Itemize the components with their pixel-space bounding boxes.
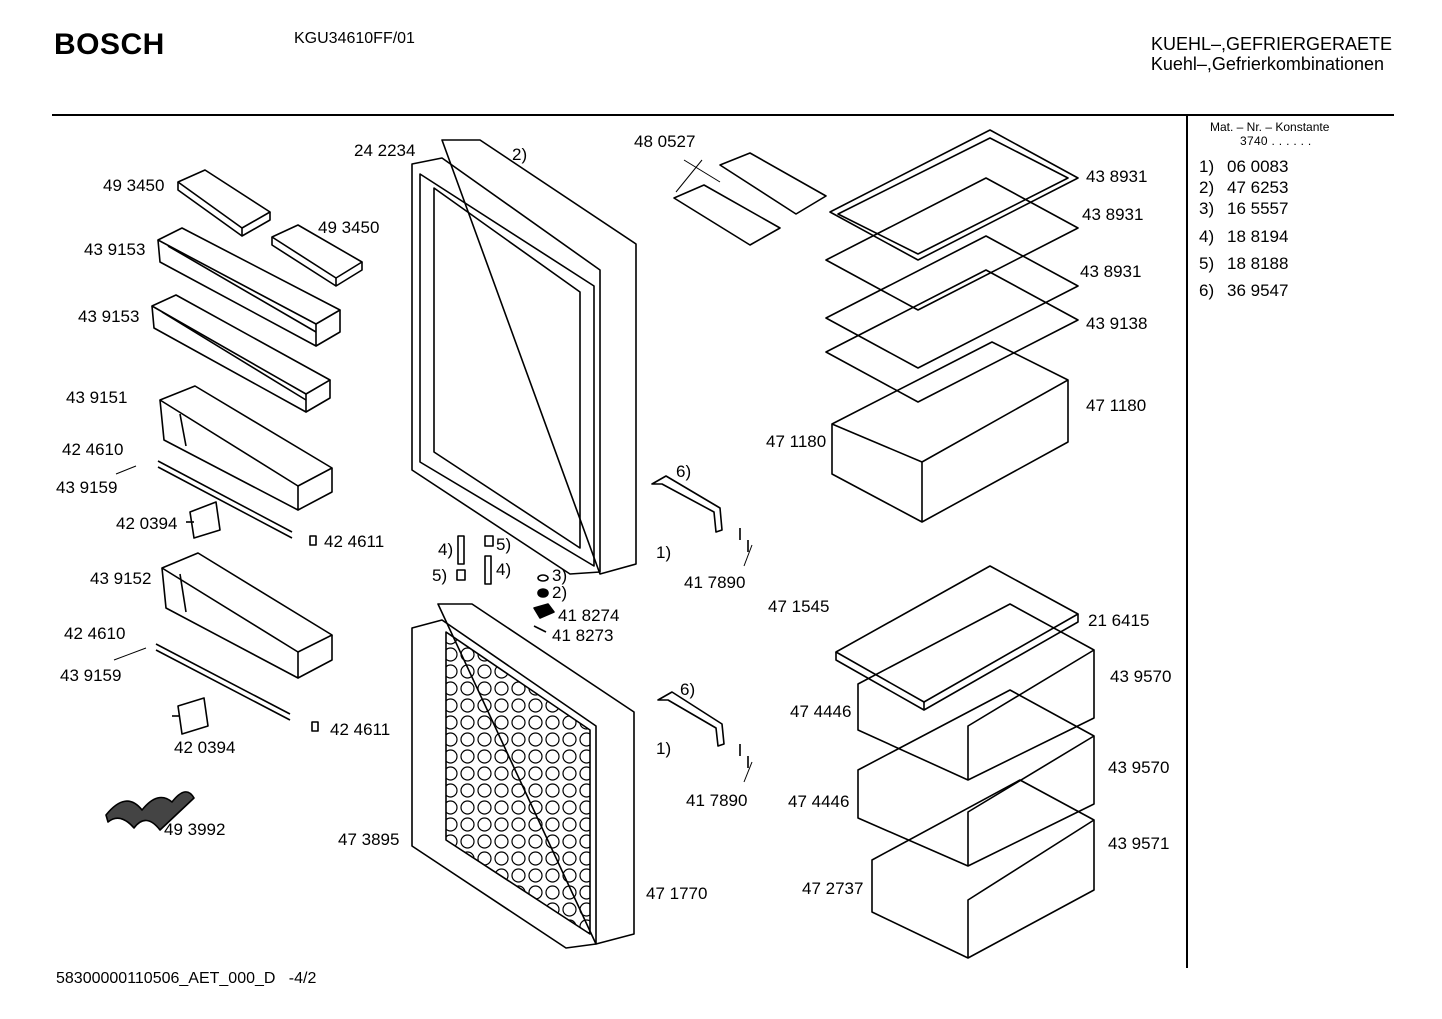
header-divider	[52, 114, 1394, 116]
clip-upper	[186, 501, 221, 539]
part-label: 43 9570	[1108, 758, 1170, 777]
legend-item: 2)47 6253	[1199, 178, 1289, 197]
door-shelf-lower	[151, 294, 331, 413]
part-label: 4)	[496, 560, 512, 579]
part-label: 41 7890	[686, 791, 748, 810]
part-label: 43 8931	[1086, 167, 1148, 186]
exploded-parts-diagram	[105, 129, 1095, 959]
fridge-door	[411, 139, 637, 575]
part-label: 1)	[656, 739, 672, 758]
category-title: KUEHL–,GEFRIERGERAETE	[1150, 34, 1392, 54]
part-label: 5)	[496, 535, 512, 554]
part-label: 47 4446	[790, 702, 852, 721]
legend-item: 6)36 9547	[1199, 281, 1289, 300]
part-label: 43 9151	[66, 388, 128, 407]
model-number: KGU34610FF/01	[294, 30, 415, 47]
freezer-door	[411, 603, 635, 949]
glass-shelf-3	[825, 235, 1079, 369]
crisper-boxes	[831, 341, 1069, 523]
part-label: 49 3992	[164, 820, 226, 839]
part-label: 49 3450	[103, 176, 165, 195]
part-label: 5)	[432, 566, 448, 585]
egg-tray	[105, 791, 195, 831]
part-label: 42 4611	[324, 532, 385, 551]
door-bin-large-lower	[161, 552, 333, 679]
part-label: 43 9571	[1108, 834, 1170, 853]
part-label: 4)	[438, 540, 454, 559]
legend-item: 4)18 8194	[1199, 227, 1289, 246]
part-label: 2)	[512, 145, 528, 164]
part-label: 42 0394	[174, 738, 236, 757]
part-label: 43 9153	[84, 240, 146, 259]
part-label: 42 4610	[62, 440, 124, 459]
part-label: 41 7890	[684, 573, 746, 592]
legend-item: 3)16 5557	[1199, 199, 1289, 218]
part-label: 43 9138	[1086, 314, 1148, 333]
part-label: 43 9159	[56, 478, 118, 497]
legend-item: 1)06 0083	[1199, 157, 1289, 176]
part-label: 43 9570	[1110, 667, 1172, 686]
legend-divider	[1186, 116, 1188, 968]
document-footer: 58300000110506_AET_000_D -4/2	[56, 970, 317, 987]
category-subtitle: Kuehl–,Gefrierkombinationen	[1150, 54, 1384, 74]
part-label: 43 9152	[90, 569, 152, 588]
legend-constant: 3740 . . . . . .	[1240, 134, 1312, 148]
part-label: 42 4611	[330, 720, 391, 739]
handle-lower	[657, 691, 749, 768]
part-label: 6)	[680, 680, 696, 699]
part-label: 47 1180	[1086, 396, 1147, 415]
brand-logo: BOSCH	[54, 28, 165, 61]
part-label: 42 0394	[116, 514, 178, 533]
part-label: 47 1545	[768, 597, 830, 616]
part-label: 41 8273	[552, 626, 614, 645]
glass-shelf-2	[825, 177, 1079, 311]
part-label: 47 2737	[802, 879, 864, 898]
glass-shelf-1	[829, 129, 1079, 261]
part-label: 43 9159	[60, 666, 122, 685]
freezer-drawer-2	[857, 689, 1095, 867]
part-label: 49 3450	[318, 218, 380, 237]
part-label: 21 6415	[1088, 611, 1150, 630]
part-label: 48 0527	[634, 132, 696, 151]
handle-upper	[651, 475, 749, 552]
clip-lower	[172, 697, 209, 735]
freezer-drawer-1	[857, 603, 1095, 781]
glass-shelf-4	[825, 269, 1079, 403]
butter-tray-upper	[177, 169, 271, 237]
door-bin-large-upper	[159, 385, 333, 511]
part-label: 47 3895	[338, 830, 400, 849]
part-label: 41 8274	[558, 606, 620, 625]
part-label: 47 1180	[766, 432, 827, 451]
part-label: 43 8931	[1082, 205, 1144, 224]
ice-cube-trays	[673, 152, 827, 246]
part-label: 47 1770	[646, 884, 708, 903]
butter-tray-lower	[271, 224, 363, 287]
leader-lines	[113, 159, 753, 783]
part-label: 42 4610	[64, 624, 126, 643]
door-shelf-upper	[157, 227, 341, 347]
part-label: 3)	[552, 566, 568, 585]
part-label: 47 4446	[788, 792, 850, 811]
part-label: 1)	[656, 543, 672, 562]
part-label: 43 9153	[78, 307, 140, 326]
part-label: 2)	[552, 583, 568, 602]
part-label: 43 8931	[1080, 262, 1142, 281]
freezer-drawer-3	[871, 779, 1095, 959]
part-label: 24 2234	[354, 141, 416, 160]
hinge-parts	[456, 535, 555, 633]
part-label: 6)	[676, 462, 692, 481]
cover-plate	[835, 565, 1079, 711]
legend-heading: Mat. – Nr. – Konstante	[1210, 120, 1330, 134]
legend-item: 5)18 8188	[1199, 254, 1289, 273]
